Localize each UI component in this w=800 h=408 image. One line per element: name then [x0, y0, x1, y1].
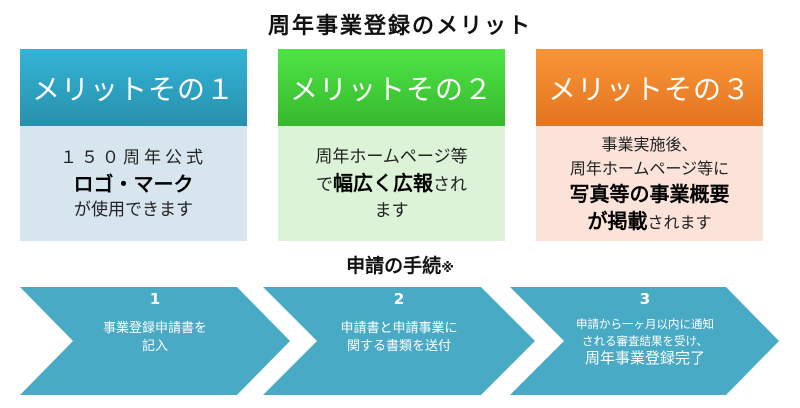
merit-card-3-header: メリットその３	[536, 49, 763, 126]
procedure-title: 申請の手続※	[0, 251, 800, 278]
merit-card-3: メリットその３ 事業実施後、 周年ホームページ等に 写真等の事業概要 が掲載され…	[536, 49, 763, 241]
step-2-arrow: 2 申請書と申請事業に 関する書類を送付	[263, 287, 539, 395]
merit-card-1-header: メリットその１	[20, 49, 247, 126]
chevron-arrow-shape	[20, 287, 290, 395]
merit-1-line-2-bold: ロゴ・マーク	[73, 171, 194, 196]
chevron-arrow-shape	[263, 287, 535, 395]
merit-3-line-3-bold: 写真等の事業概要	[569, 181, 730, 206]
step-2-description: 申請書と申請事業に 関する書類を送付	[340, 320, 457, 356]
chevron-arrow-shape	[510, 287, 779, 395]
merit-card-2: メリットその２ 周年ホームページ等 で幅広く広報され ます	[278, 49, 505, 241]
merit-2-line-2: で幅広く広報され	[316, 170, 467, 198]
step-3-description: 申請から一ヶ月以内に通知 される審査結果を受け、 周年事業登録完了	[576, 316, 714, 367]
page-title: 周年事業登録のメリット	[267, 14, 532, 39]
merit-3-line-4: が掲載されます	[587, 208, 711, 235]
step-1-description: 事業登録申請書を 記入	[103, 320, 207, 356]
procedure-title-text: 申請の手続	[346, 255, 442, 277]
merit-3-line-2: 周年ホームページ等に	[569, 158, 730, 178]
step-3-number: 3	[639, 290, 651, 308]
merit-3-line-4-post: されます	[647, 212, 712, 232]
step-1-line-1: 事業登録申請書を	[102, 321, 207, 336]
step-1-arrow: 1 事業登録申請書を 記入	[20, 287, 292, 395]
merit-card-2-header: メリットその２	[278, 49, 505, 126]
merit-2-line-2-bold: 幅広く広報	[333, 170, 433, 195]
step-1-number: 1	[149, 290, 161, 308]
merit-2-line-2-post: され	[433, 174, 467, 195]
step-2-line-1: 申請書と申請事業に	[340, 321, 458, 336]
step-2-content: 2 申請書と申請事業に 関する書類を送付	[317, 287, 481, 395]
step-3-content: 3 申請から一ヶ月以内に通知 される審査結果を受け、 周年事業登録完了	[550, 287, 740, 395]
step-3-line-2: される審査結果を受け、	[582, 334, 708, 348]
merit-2-line-2-pre: で	[316, 174, 333, 195]
merit-card-1: メリットその１ １５０周年公式 ロゴ・マーク が使用できます	[20, 49, 247, 241]
merit-1-line-1: １５０周年公式	[60, 147, 207, 168]
merit-card-1-body: １５０周年公式 ロゴ・マーク が使用できます	[20, 126, 247, 241]
step-2-line-2: 関する書類を送付	[346, 339, 451, 354]
step-1-content: 1 事業登録申請書を 記入	[73, 287, 237, 395]
step-2-number: 2	[393, 290, 405, 308]
merit-2-line-3: ます	[374, 200, 409, 221]
merit-2-line-1: 周年ホームページ等	[315, 146, 468, 167]
step-3-line-1: 申請から一ヶ月以内に通知	[576, 317, 714, 331]
merit-3-line-1: 事業実施後、	[601, 134, 698, 154]
merit-card-2-body: 周年ホームページ等 で幅広く広報され ます	[278, 126, 505, 241]
step-3-arrow: 3 申請から一ヶ月以内に通知 される審査結果を受け、 周年事業登録完了	[510, 287, 782, 395]
merit-1-line-3: が使用できます	[74, 199, 193, 220]
merit-3-line-4-bold: が掲載	[587, 208, 648, 233]
step-3-line-3: 周年事業登録完了	[584, 349, 705, 367]
step-1-line-2: 記入	[141, 339, 168, 354]
note-mark: ※	[441, 261, 454, 276]
merit-card-3-body: 事業実施後、 周年ホームページ等に 写真等の事業概要 が掲載されます	[536, 126, 763, 241]
